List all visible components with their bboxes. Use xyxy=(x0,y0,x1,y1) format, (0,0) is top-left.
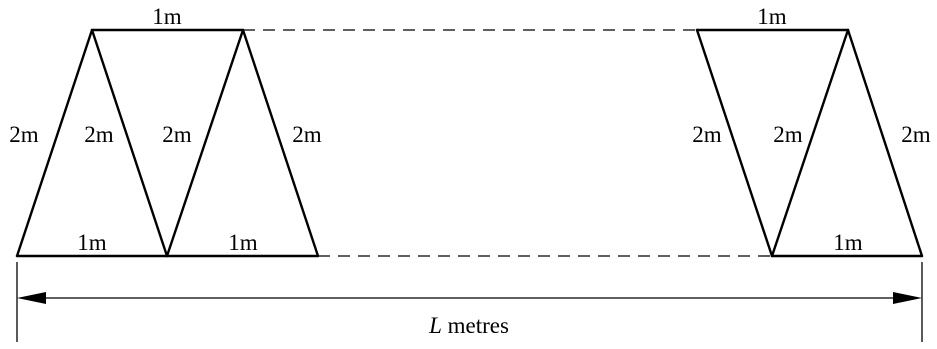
right-arrowhead-icon xyxy=(893,292,922,304)
diagonal-rod-4 xyxy=(241,28,320,258)
length-unit: metres xyxy=(442,313,509,338)
diagonal-rod-2 xyxy=(90,28,169,258)
diagonal-rod-6 xyxy=(770,28,850,258)
diagonal-rod-1 xyxy=(15,28,94,258)
label-bottom-2: 1m xyxy=(228,230,258,255)
left-arrowhead-icon xyxy=(17,292,46,304)
label-side-2: 2m xyxy=(84,122,114,147)
label-top-left: 1m xyxy=(152,4,182,29)
label-length: L metres xyxy=(428,313,509,338)
label-bottom-right: 1m xyxy=(833,230,863,255)
label-bottom-1: 1m xyxy=(77,230,107,255)
label-top-right: 1m xyxy=(757,4,787,29)
diagonal-rod-3 xyxy=(165,28,245,258)
label-side-6: 2m xyxy=(773,122,803,147)
diagonal-rod-7 xyxy=(846,28,924,258)
label-side-5: 2m xyxy=(692,122,722,147)
label-side-1: 2m xyxy=(9,122,39,147)
label-side-3: 2m xyxy=(162,122,192,147)
label-side-7: 2m xyxy=(901,122,931,147)
label-side-4: 2m xyxy=(292,122,322,147)
length-variable: L xyxy=(428,313,442,338)
diagonal-rod-5 xyxy=(695,28,774,258)
